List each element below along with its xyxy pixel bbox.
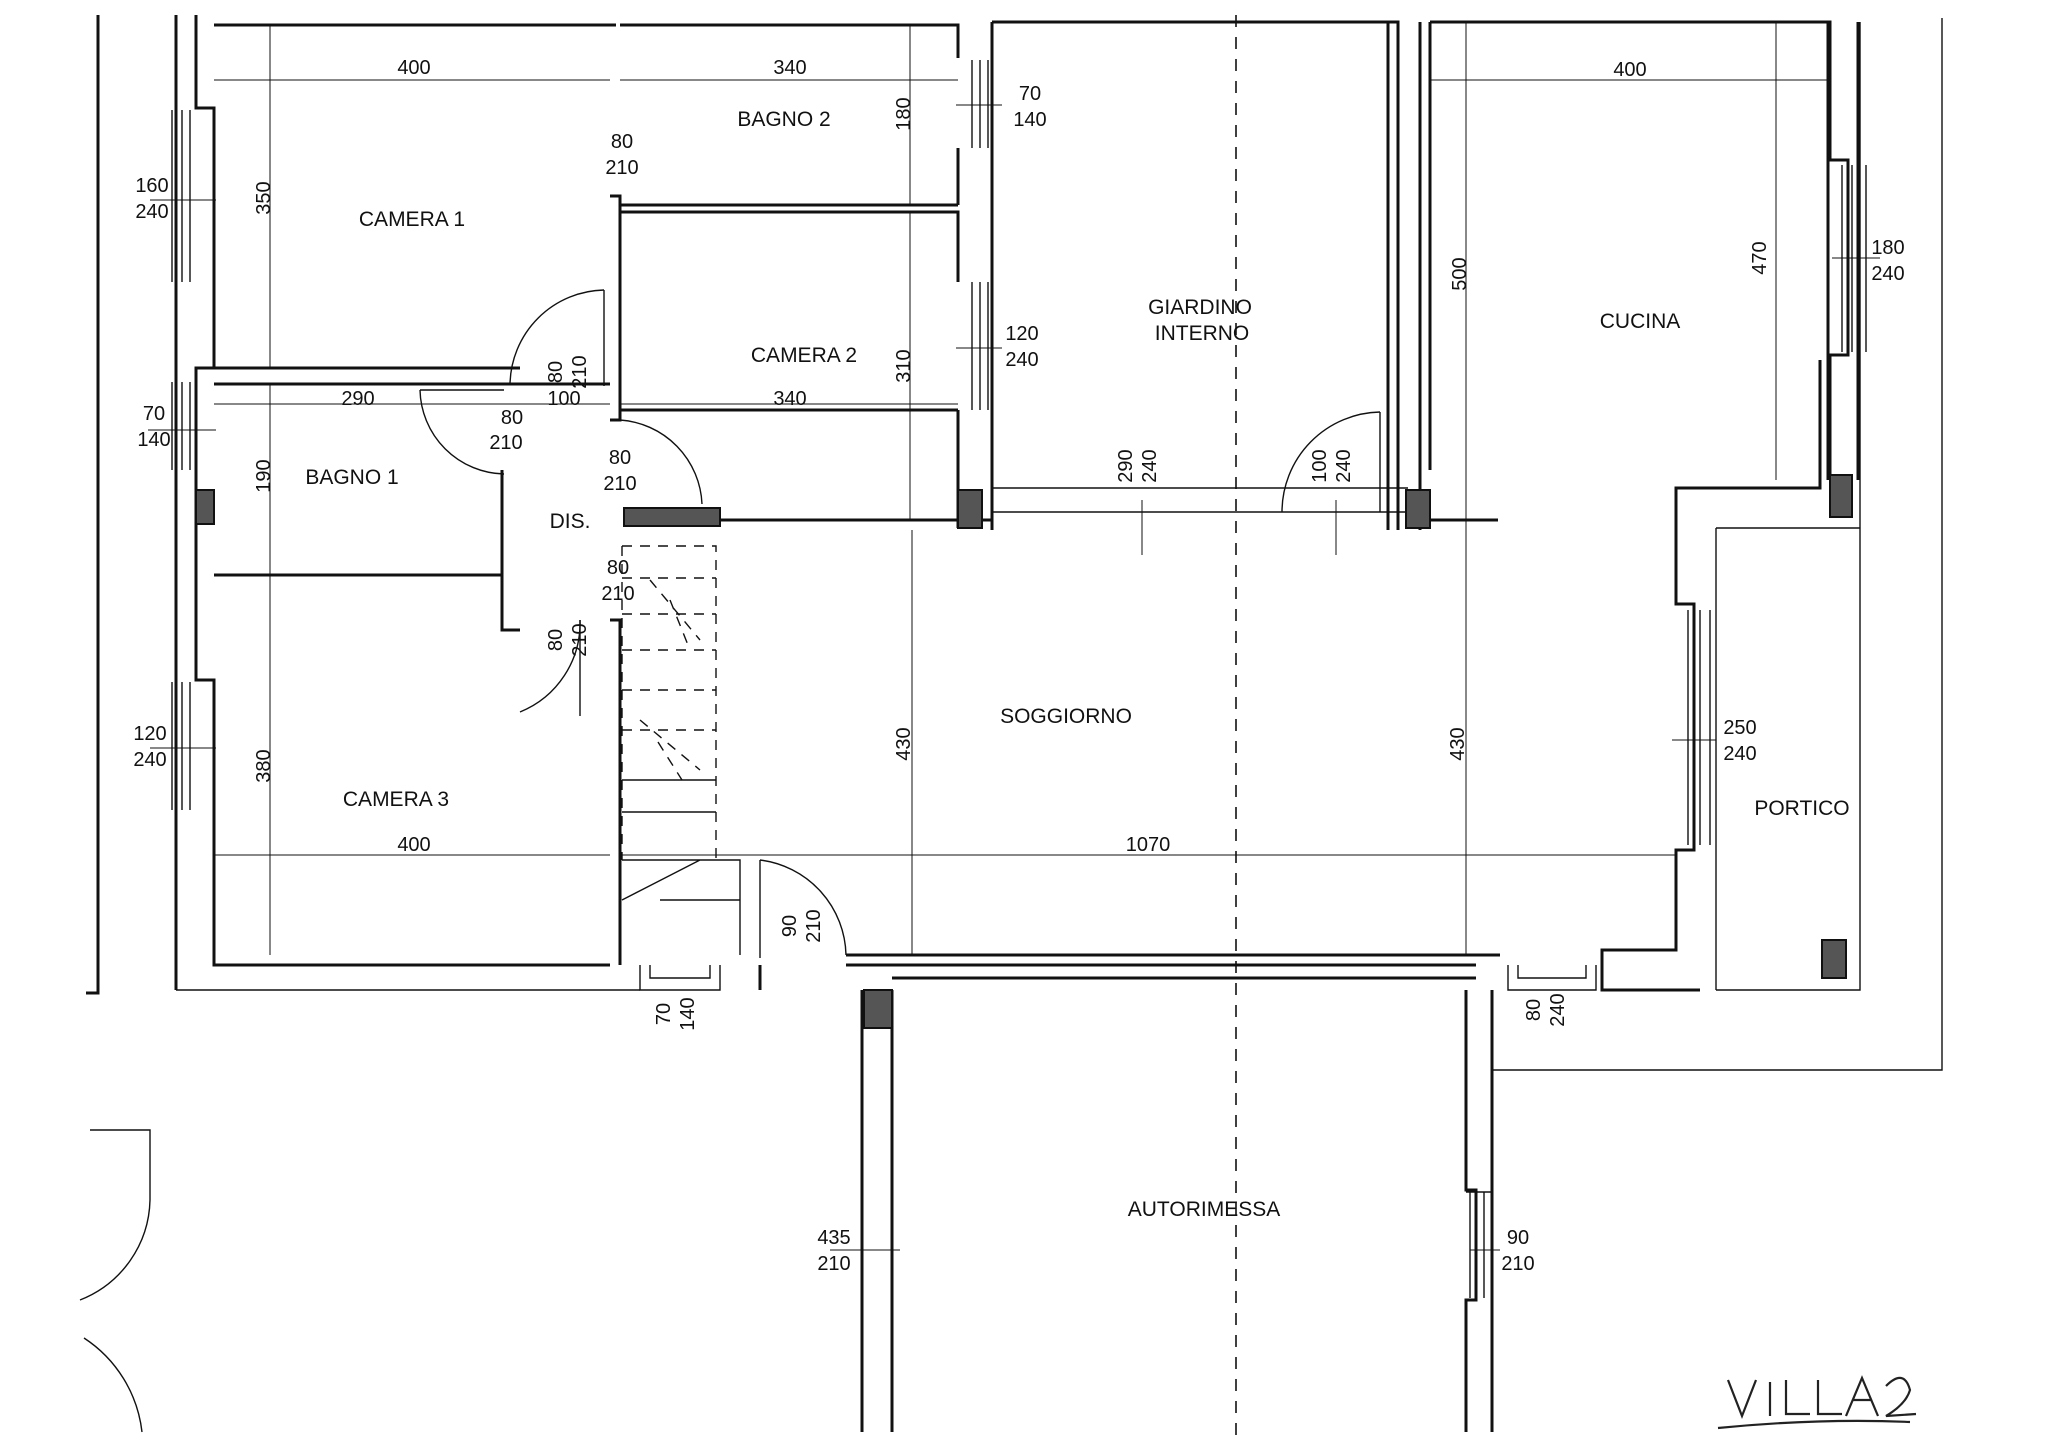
dim-bagno2-width: 340 xyxy=(773,57,806,79)
opening-dis-door-w: 80 xyxy=(607,557,629,579)
walls xyxy=(86,15,1943,1432)
dim-camera2-width: 340 xyxy=(773,388,806,410)
opening-camera2-door-w: 80 xyxy=(609,447,631,469)
opening-bagno1-window-h: 140 xyxy=(137,429,170,451)
room-label-dis: DIS. xyxy=(550,510,591,533)
opening-bagno1-window-w: 70 xyxy=(143,403,165,425)
opening-portico-glazing-w: 250 xyxy=(1723,717,1756,739)
opening-giardino-glazing-h: 240 xyxy=(1139,449,1161,482)
opening-camera1-door-w: 80 xyxy=(545,361,567,383)
villa2-signature xyxy=(1717,1375,1917,1430)
opening-portico-window-h: 240 xyxy=(1547,993,1569,1026)
opening-camera2-window-w: 120 xyxy=(1005,323,1038,345)
dim-camera1-width: 400 xyxy=(397,57,430,79)
dim-cucina-width: 400 xyxy=(1613,59,1646,81)
room-label-cucina: CUCINA xyxy=(1600,310,1681,333)
opening-camera1-window-w: 160 xyxy=(135,175,168,197)
wall-columns xyxy=(195,474,1853,1029)
dim-camera3-width: 400 xyxy=(397,834,430,856)
opening-camera1-door-h: 210 xyxy=(569,355,591,388)
opening-garage-side-door-w: 90 xyxy=(1507,1227,1529,1249)
opening-south-window-w: 70 xyxy=(653,1003,675,1025)
room-label-autorimessa: AUTORIMESSA xyxy=(1128,1198,1280,1221)
opening-garage-door-w: 435 xyxy=(817,1227,850,1249)
opening-garage-door-h: 210 xyxy=(817,1253,850,1275)
opening-camera3-door-h: 210 xyxy=(569,623,591,656)
room-label-camera-3: CAMERA 3 xyxy=(343,788,449,811)
dim-cucina-height: 470 xyxy=(1749,241,1771,274)
opening-camera3-door-w: 80 xyxy=(545,629,567,651)
dim-camera1-height: 350 xyxy=(253,181,275,214)
opening-giardino-door-h: 240 xyxy=(1333,449,1355,482)
opening-entrance-door-h: 210 xyxy=(803,909,825,942)
doors xyxy=(79,289,1381,1433)
opening-south-window-h: 140 xyxy=(677,997,699,1030)
room-label-giardino: GIARDINO xyxy=(1148,296,1252,319)
opening-giardino-door-w: 100 xyxy=(1309,449,1331,482)
opening-camera2-window-h: 240 xyxy=(1005,349,1038,371)
opening-camera3-window-h: 240 xyxy=(133,749,166,771)
room-label-bagno-2: BAGNO 2 xyxy=(737,108,830,131)
dim-soggiorno-width: 1070 xyxy=(1126,834,1171,856)
windows xyxy=(171,60,1867,1298)
staircase xyxy=(621,545,741,955)
dim-soggiorno-height-left: 430 xyxy=(893,727,915,760)
room-label-bagno-1: BAGNO 1 xyxy=(305,466,398,489)
opening-bagno2-window-h: 140 xyxy=(1013,109,1046,131)
opening-camera3-window-w: 120 xyxy=(133,723,166,745)
dim-bagno2-height: 180 xyxy=(893,97,915,130)
opening-giardino-glazing-w: 290 xyxy=(1115,449,1137,482)
opening-dis-door-h: 210 xyxy=(601,583,634,605)
opening-bagno2-door-w: 80 xyxy=(611,131,633,153)
opening-camera1-window-h: 240 xyxy=(135,201,168,223)
room-label-camera-1: CAMERA 1 xyxy=(359,208,465,231)
opening-portico-glazing-h: 240 xyxy=(1723,743,1756,765)
room-label-camera-2: CAMERA 2 xyxy=(751,344,857,367)
room-label-portico: PORTICO xyxy=(1754,797,1849,820)
dim-bagno1-width: 290 xyxy=(341,388,374,410)
opening-cucina-window-w: 180 xyxy=(1871,237,1904,259)
opening-bagno1-door-h: 210 xyxy=(489,432,522,454)
opening-bagno2-door-h: 210 xyxy=(605,157,638,179)
dim-camera2-height: 310 xyxy=(893,349,915,382)
opening-cucina-window-h: 240 xyxy=(1871,263,1904,285)
room-label-soggiorno: SOGGIORNO xyxy=(1000,705,1132,728)
opening-entrance-door-w: 90 xyxy=(779,915,801,937)
dim-soggiorno-height-right: 430 xyxy=(1447,727,1469,760)
opening-garage-side-door-h: 210 xyxy=(1501,1253,1534,1275)
dim-giardino-height: 500 xyxy=(1449,257,1471,290)
opening-bagno1-door-w: 80 xyxy=(501,407,523,429)
opening-bagno2-window-w: 70 xyxy=(1019,83,1041,105)
room-label-interno: INTERNO xyxy=(1155,322,1250,345)
dimension-lines xyxy=(148,22,1880,1251)
opening-portico-window-w: 80 xyxy=(1523,999,1545,1021)
opening-camera2-door-h: 210 xyxy=(603,473,636,495)
dim-bagno1-height: 190 xyxy=(253,459,275,492)
dim-camera3-height: 380 xyxy=(253,749,275,782)
opening-dis-passage-w: 100 xyxy=(547,388,580,410)
